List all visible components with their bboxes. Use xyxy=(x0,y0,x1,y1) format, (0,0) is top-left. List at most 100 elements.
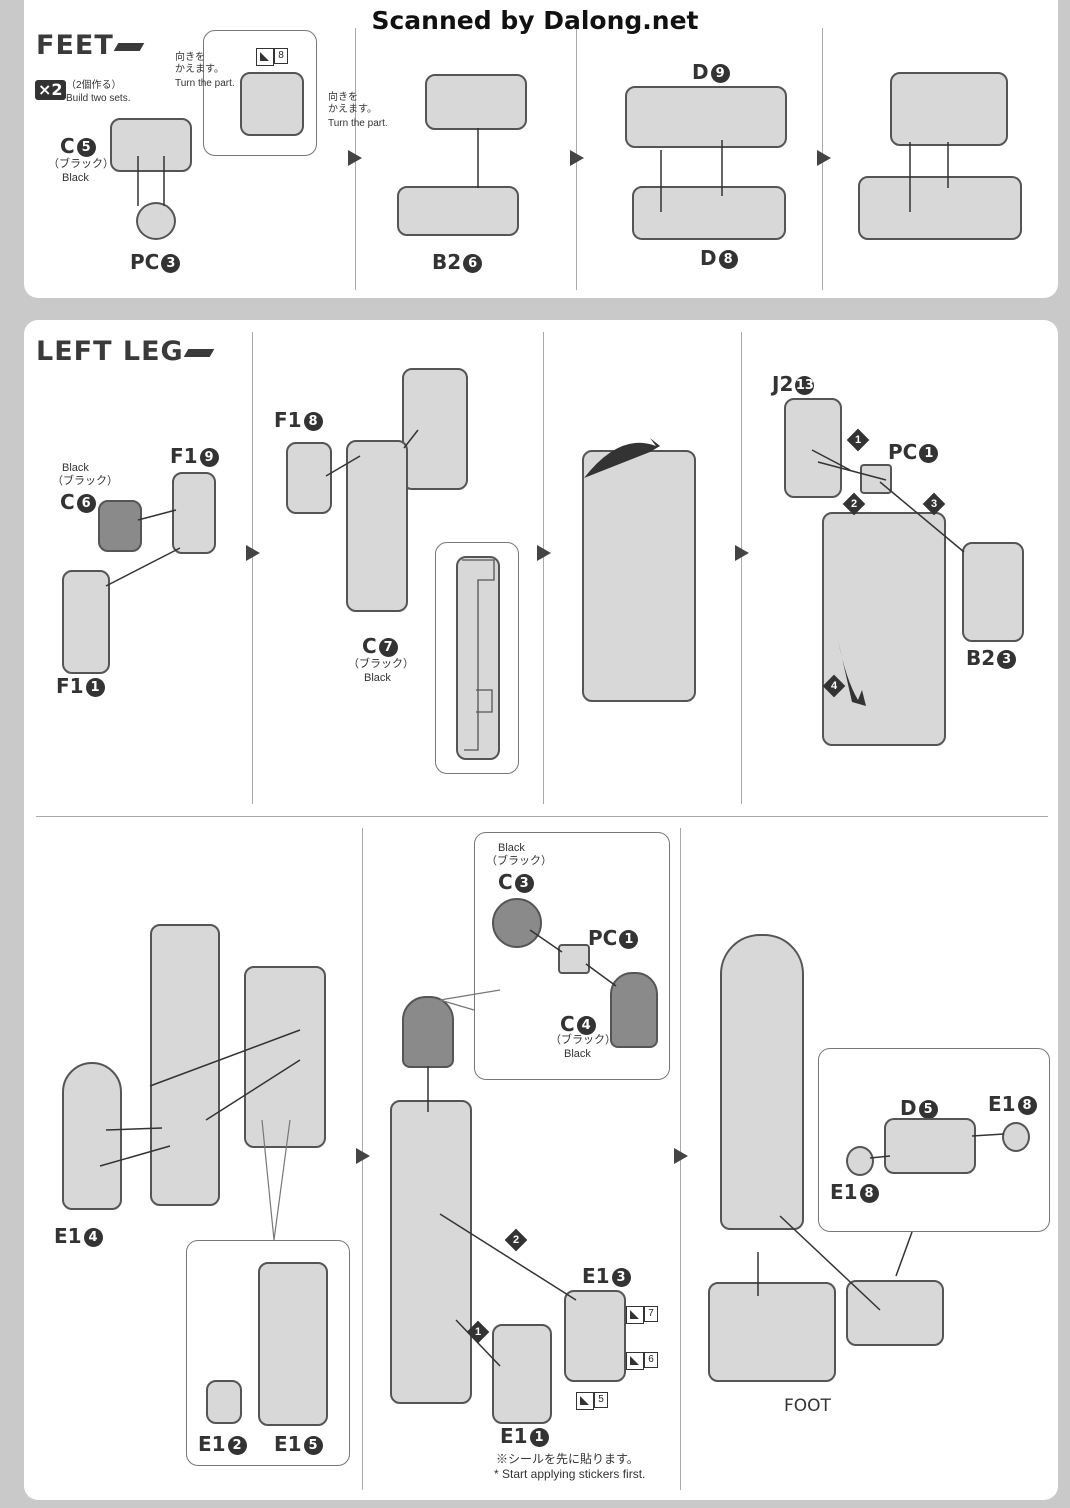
part-thigh-frame xyxy=(402,368,468,490)
label-pc3-num: 3 xyxy=(161,254,181,273)
label-e11-num: 1 xyxy=(529,1428,549,1447)
part-leg-complete xyxy=(720,934,804,1230)
turn2-en: Turn the part. xyxy=(328,118,388,129)
part-foot-base-assembled xyxy=(858,176,1022,240)
label-e14-text: E1 xyxy=(54,1224,82,1248)
label-c4-text: C xyxy=(560,1012,575,1036)
step-arrow xyxy=(674,1148,688,1164)
part-f18 xyxy=(286,442,332,514)
part-leg-rotated xyxy=(582,450,696,702)
label-e12-num: 2 xyxy=(227,1436,247,1455)
step-marker-text: 1 xyxy=(854,434,862,446)
label-f19-text: F1 xyxy=(170,444,198,468)
sets-jp: （2個作る） xyxy=(66,80,122,91)
part-c6 xyxy=(98,500,142,552)
sets-en: Build two sets. xyxy=(66,93,131,104)
part-foot-top-assembled xyxy=(890,72,1008,146)
sticker-number: 8 xyxy=(274,48,288,64)
label-c3-num: 3 xyxy=(514,874,534,893)
part-foot-top xyxy=(425,74,527,130)
part-c4 xyxy=(610,972,658,1048)
c4-en: Black xyxy=(564,1048,591,1060)
part-frame-detail xyxy=(456,556,500,760)
divider xyxy=(741,332,742,804)
turn2-jp: 向きを かえます。 xyxy=(328,92,377,115)
c5-jp: （ブラック） xyxy=(48,158,114,170)
heading-bar xyxy=(113,42,145,51)
label-e13-text: E1 xyxy=(582,1264,610,1288)
label-d8-num: 8 xyxy=(718,250,738,269)
step-arrow xyxy=(570,150,584,166)
label-e14-num: 4 xyxy=(83,1228,103,1247)
part-d8 xyxy=(632,186,786,240)
label-d5-text: D xyxy=(900,1096,917,1120)
note-jp: ※シールを先に貼ります。 xyxy=(496,1452,639,1466)
c6-jp: （ブラック） xyxy=(52,475,118,487)
sticker-ref: 8 xyxy=(256,48,288,66)
sticker-number: 7 xyxy=(644,1306,658,1322)
c3-en: Black xyxy=(498,842,525,854)
step-marker: 3 xyxy=(922,492,946,516)
label-f18-text: F1 xyxy=(274,408,302,432)
label-b26-text: B2 xyxy=(432,250,462,274)
part-e12 xyxy=(206,1380,242,1424)
turn-en: Turn the part. xyxy=(175,78,235,89)
step-arrow xyxy=(735,545,749,561)
step-arrow xyxy=(246,545,260,561)
divider xyxy=(252,332,253,804)
foot-part-turned xyxy=(240,72,304,136)
part-b23 xyxy=(962,542,1024,642)
part-pc1-lower xyxy=(558,944,590,974)
part-pc1 xyxy=(860,464,892,494)
label-c6-text: C xyxy=(60,490,75,514)
part-e18-right xyxy=(1002,1122,1030,1152)
step-marker: 2 xyxy=(842,492,866,516)
part-c3 xyxy=(492,898,542,948)
label-e15-num: 5 xyxy=(303,1436,323,1455)
label-j213-text: J2 xyxy=(772,372,794,396)
label-d5-num: 5 xyxy=(918,1100,938,1119)
part-pc3 xyxy=(136,202,176,240)
c6-en: Black xyxy=(62,462,89,474)
sticker-icon xyxy=(626,1306,644,1324)
label-c3-text: C xyxy=(498,870,513,894)
sticker-icon xyxy=(256,48,274,66)
part-ankle-assembled xyxy=(846,1280,944,1346)
label-c5-text: C xyxy=(60,134,75,158)
sticker-ref: 7 xyxy=(626,1306,658,1324)
label-c7-num: 7 xyxy=(378,638,398,657)
part-d9 xyxy=(625,86,787,148)
label-c7-text: C xyxy=(362,634,377,658)
label-pc1-num: 1 xyxy=(919,444,939,463)
note-en: * Start applying stickers first. xyxy=(494,1467,646,1481)
label-c5-num: 5 xyxy=(76,138,96,157)
part-knee-joint xyxy=(402,996,454,1068)
sticker-number: 6 xyxy=(644,1352,658,1368)
label-e12-text: E1 xyxy=(198,1432,226,1456)
label-e18b-text: E1 xyxy=(830,1180,858,1204)
step-marker: 4 xyxy=(822,674,846,698)
divider xyxy=(36,816,1048,817)
feet-heading: FEET xyxy=(36,30,145,61)
heading-bar xyxy=(183,348,215,357)
part-e13 xyxy=(564,1290,626,1382)
label-d8-text: D xyxy=(700,246,717,270)
left-leg-heading: LEFT LEG xyxy=(36,336,215,367)
c7-jp: （ブラック） xyxy=(348,658,414,670)
part-c7 xyxy=(346,440,408,612)
